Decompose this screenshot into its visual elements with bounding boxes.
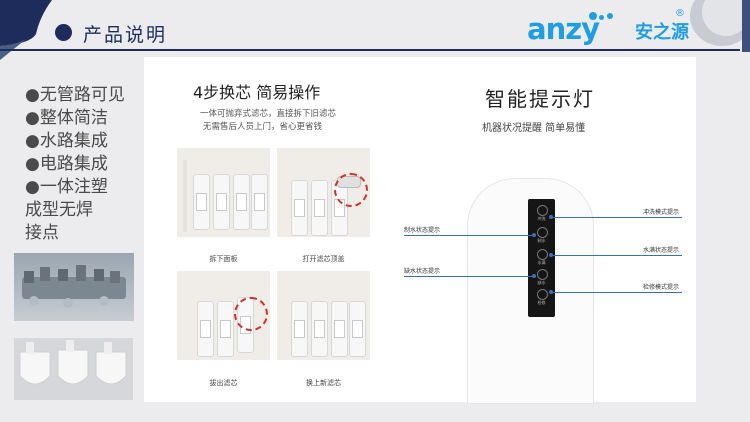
page-title: 产品说明 [83,24,168,46]
title-bar [0,22,740,51]
step-1-caption: 拆下面板 [209,255,238,263]
step-3-caption: 拔出滤芯 [209,379,238,387]
filter-caps-photo [14,338,133,400]
step-2-caption: 打开滤芯顶盖 [302,255,345,263]
title-bullet [55,24,72,41]
feature-item: 接点 [25,223,59,243]
callout-short: 缺水状态提示 [404,268,441,275]
logo-reg: ® [675,8,685,19]
indicator-label: 水满 [537,260,546,265]
indicator-label: 缺水 [537,280,546,285]
feature-item: ●一体注塑 [25,177,108,197]
callout-flush: 冲洗模式提示 [643,209,680,216]
callout-full: 水满状态提示 [643,247,680,254]
step-3-image [177,271,270,360]
callout-service: 检修模式提示 [643,284,680,291]
title-underline [0,49,740,51]
indicator-flush [537,205,548,216]
indicator-short [537,269,548,280]
indicator-service [537,289,548,300]
callout-line [550,292,682,293]
indicator-label: 制水 [537,238,546,243]
step-4-image [277,271,370,360]
callout-dot [532,233,536,237]
indicator-full [537,249,548,260]
filter-change-title: 4步换芯 简易操作 [193,83,321,102]
callout-line [550,255,682,256]
feature-item: 成型无焊 [25,200,93,220]
logo-latin: anzy [527,12,600,46]
logo-chinese: 安之源 [635,22,689,43]
callout-line [550,217,682,218]
callout-producing: 制水状态提示 [404,227,441,234]
filter-change-desc-1: 一体可抛弃式滤芯，直接拆下旧滤芯 [200,109,337,119]
feature-item: ●电路集成 [25,154,108,174]
corner-decoration-right [690,0,750,52]
feature-list: ●无管路可见 ●整体简洁 ●水路集成 ●电路集成 ●一体注塑 成型无焊 接点 [25,84,125,245]
callout-line [404,235,534,236]
callout-dot [549,215,553,219]
indicator-label: 冲洗 [537,216,546,221]
indicator-label: 检修 [537,300,546,305]
indicator-subtitle: 机器状况提醒 简单易懂 [482,123,586,134]
feature-item: ●水路集成 [25,131,108,151]
callout-dot [532,274,536,278]
corner-decoration-left [0,0,52,60]
indicator-produce [537,227,548,238]
callout-dot [549,253,553,257]
manifold-photo [14,253,134,321]
step-1-image [177,148,270,237]
step-2-image [277,148,370,237]
feature-item: ●无管路可见 [25,85,125,105]
indicator-title: 智能提示灯 [485,87,595,111]
callout-line [404,276,534,277]
feature-item: ●整体简洁 [25,108,108,128]
callout-dot [549,290,553,294]
step-4-caption: 换上新滤芯 [306,379,341,387]
filter-change-desc-2: 无需售后人员上门，省心更省钱 [203,122,323,132]
